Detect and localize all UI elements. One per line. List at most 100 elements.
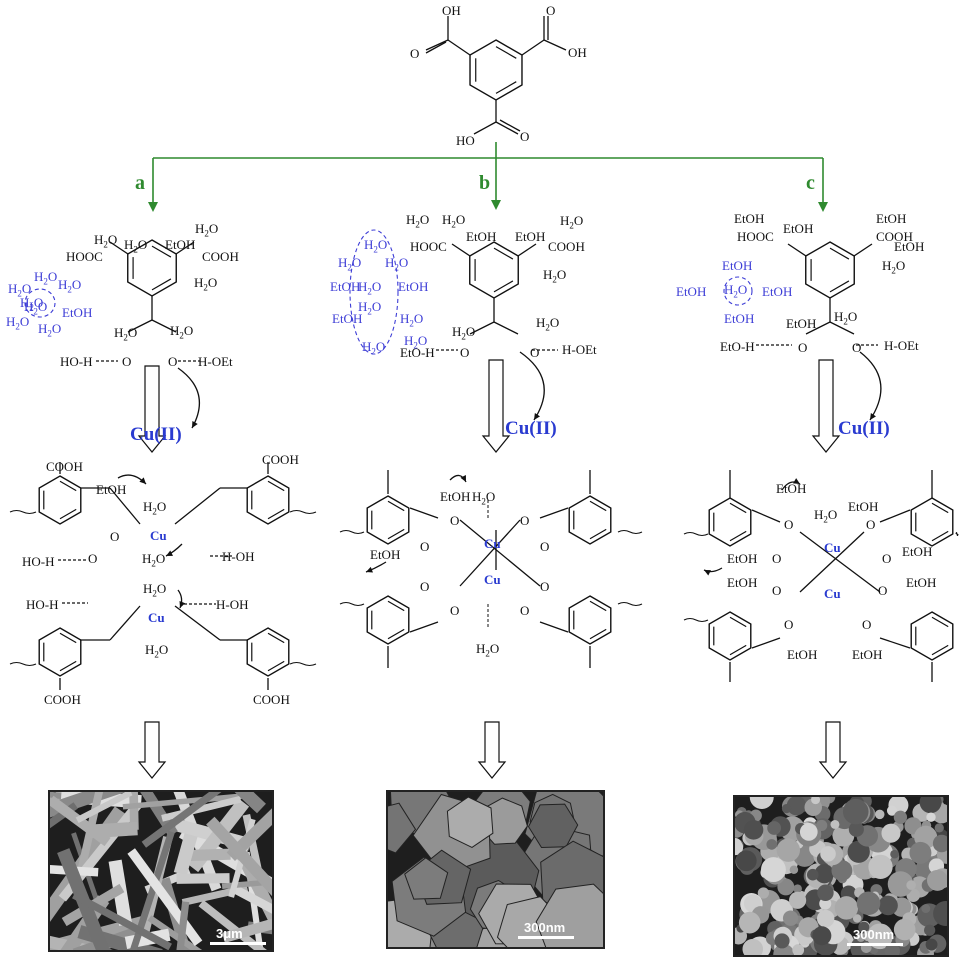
solvent-b: EtOH (330, 279, 361, 294)
bond-line (473, 121, 497, 135)
ligand-label-c: COOH (876, 229, 913, 244)
ligand-label-a: O (168, 354, 178, 369)
solvent-c: EtOH (724, 311, 755, 326)
arrow-head (139, 477, 146, 484)
complex-label-a: H2O (143, 581, 167, 599)
ligand-label-a: O (122, 354, 132, 369)
solvent-b: H2O (400, 311, 424, 329)
ligand-label-a: H2O (195, 221, 219, 239)
solvent-c: EtOH (676, 284, 707, 299)
polymer-wavy-bond (683, 617, 709, 623)
route-letter: c (806, 172, 815, 194)
double-bond (387, 628, 405, 640)
solvent-b: EtOH (398, 279, 429, 294)
double-bond (59, 508, 77, 520)
complex-label-b: EtOH (440, 489, 471, 504)
complex-ring (910, 611, 954, 661)
double-bond (931, 644, 949, 656)
complex-label-c: EtOH (852, 647, 883, 662)
o-label: O (520, 513, 530, 528)
bond-line (459, 519, 521, 587)
complex-ring (38, 627, 82, 677)
bond-line (829, 321, 855, 335)
arrow-head (704, 570, 711, 576)
sem-image-rods: 3μm (48, 790, 274, 952)
double-bond (387, 600, 405, 612)
bond-line (517, 243, 537, 257)
complex-label-a: COOH (262, 452, 299, 467)
complex-label-b: EtOH (370, 547, 401, 562)
bond-line (451, 243, 471, 257)
arrow-head (192, 421, 198, 428)
polymer-wavy-bond (955, 531, 959, 537)
double-bond (931, 616, 949, 628)
cu-center-b: Cu (484, 572, 501, 587)
double-bond (931, 530, 949, 542)
bond-line (469, 321, 495, 335)
ligand-label-a: H2O (194, 275, 218, 293)
arrow-head (460, 475, 466, 482)
scale-bar (847, 943, 903, 946)
cu-center-b: Cu (484, 536, 501, 551)
o-label: O (866, 517, 876, 532)
bond-line (151, 319, 177, 333)
complex-ring (246, 627, 290, 677)
complex-label-a: O (88, 551, 98, 566)
ligand-label-b: H2O (543, 267, 567, 285)
double-bond (589, 528, 607, 540)
ligand-label-c: O (852, 340, 862, 355)
bond-line (425, 41, 447, 54)
cu-ion-a: Cu(II) (130, 424, 182, 445)
complex-label-c: H2O (814, 507, 838, 525)
ligand-label-b: H-OEt (562, 342, 597, 357)
complex-label-c: EtOH (848, 499, 879, 514)
complex-label-a: H-OH (216, 597, 249, 612)
process-arrow-b2 (477, 721, 507, 779)
ligand-label-a: COOH (202, 249, 239, 264)
double-bond (729, 644, 747, 656)
polymer-wavy-bond (339, 529, 365, 535)
coordination-arrow-b (519, 351, 545, 421)
complex-ring (708, 497, 752, 547)
sem-texture (388, 792, 603, 947)
ligand-label-a: H-OEt (198, 354, 233, 369)
ligand-label-a: H2O (170, 323, 194, 341)
complex-label-a: COOH (253, 692, 290, 707)
polymer-wavy-bond (339, 601, 365, 607)
bond-line (787, 243, 807, 257)
ligand-label-b: H2O (536, 315, 560, 333)
oh-label: OH (442, 3, 461, 18)
o-label: O (420, 579, 430, 594)
ligand-label-b: H2O (406, 212, 430, 230)
complex-label-a: COOH (46, 459, 83, 474)
complex-label-c: EtOH (787, 647, 818, 662)
ligand-label-b: H2O (452, 324, 476, 342)
scale-label: 3μm (216, 926, 243, 941)
double-bond (589, 600, 607, 612)
coordination-arrow-a (177, 367, 200, 429)
ligand-label-c: EtOH (783, 221, 814, 236)
cu-center-a: Cu (150, 528, 167, 543)
double-bond (589, 628, 607, 640)
cu-center-c: Cu (824, 586, 841, 601)
solvent-a: H2O (6, 314, 30, 332)
green-arrow-head (491, 200, 501, 210)
ligand-ring (469, 241, 519, 299)
double-bond (151, 278, 172, 291)
bond-line (799, 531, 881, 593)
complex-label-a: O (110, 529, 120, 544)
bond-line (109, 241, 129, 255)
ligand-label-c: EtO-H (720, 339, 755, 354)
bond-line (409, 507, 439, 519)
solvent-b: EtOH (332, 311, 363, 326)
complex-label-a: HO-H (26, 597, 59, 612)
ho-label: HO (456, 133, 475, 148)
double-bond (729, 530, 747, 542)
ligand-label-a: H2O (124, 237, 148, 255)
complex-label-a: H2O (142, 551, 166, 569)
solvent-a: H2O (8, 281, 32, 299)
green-arrow-head (818, 202, 828, 212)
complex-ring (910, 497, 954, 547)
double-bond (495, 46, 517, 59)
bond-line (853, 243, 873, 257)
